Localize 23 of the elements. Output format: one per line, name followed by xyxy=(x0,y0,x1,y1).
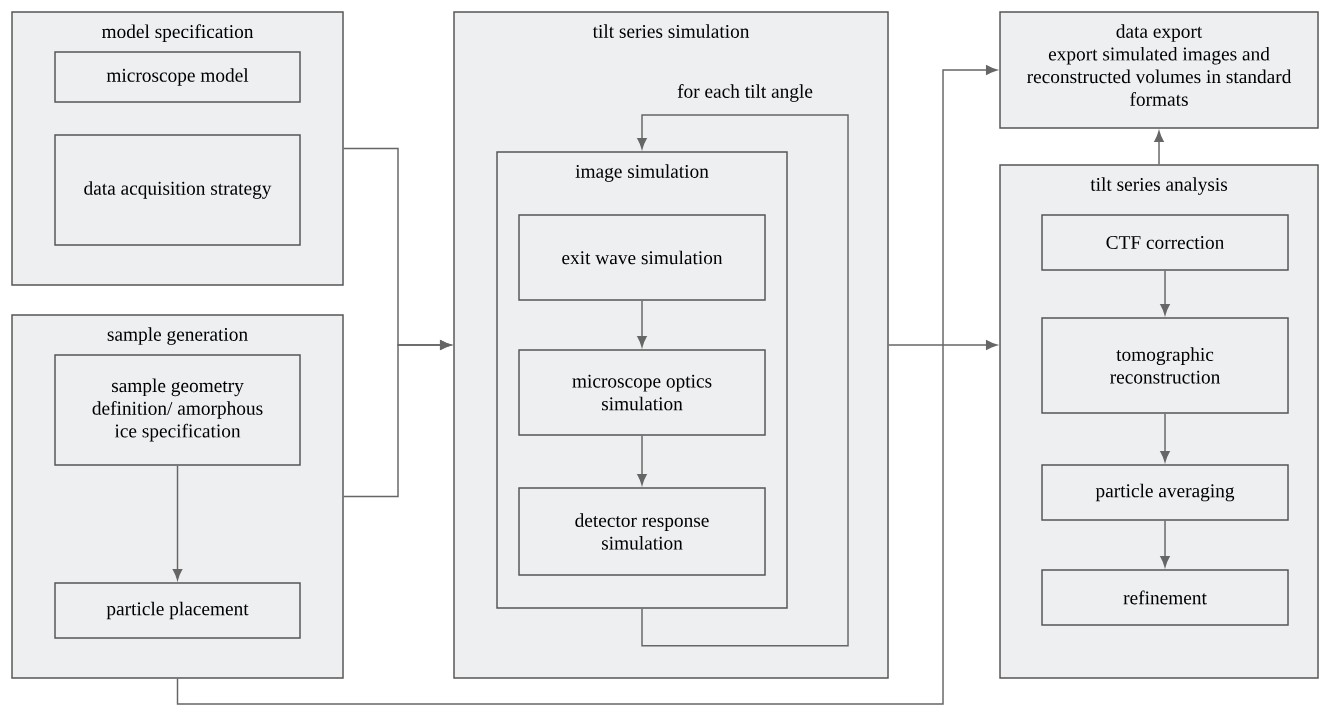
process-box: data export export simulated images and reconstructed volumes in standard formats xyxy=(999,11,1319,129)
arrow xyxy=(1160,270,1170,316)
arrow xyxy=(343,340,452,498)
process-box: data acquisition strategy xyxy=(54,134,301,246)
arrow xyxy=(888,340,998,350)
arrow xyxy=(637,435,647,486)
process-box: microscope optics simulation xyxy=(518,349,766,436)
process-box: refinement xyxy=(1041,569,1289,626)
arrow xyxy=(176,65,998,705)
arrow xyxy=(1160,413,1170,463)
process-box: sample geometry definition/ amorphous ice specification xyxy=(54,354,301,466)
process-box: particle placement xyxy=(54,582,301,639)
arrow xyxy=(1160,520,1170,568)
process-box: tomographic reconstruction xyxy=(1041,317,1289,414)
loop-arrow xyxy=(637,114,849,647)
arrow xyxy=(172,465,183,581)
process-box: particle averaging xyxy=(1041,464,1289,521)
process-box: exit wave simulation xyxy=(518,214,766,301)
process-box: microscope model xyxy=(54,51,301,103)
process-box: CTF correction xyxy=(1041,214,1289,271)
arrow xyxy=(637,300,647,348)
arrow xyxy=(1154,130,1164,165)
process-box: detector response simulation xyxy=(518,487,766,576)
